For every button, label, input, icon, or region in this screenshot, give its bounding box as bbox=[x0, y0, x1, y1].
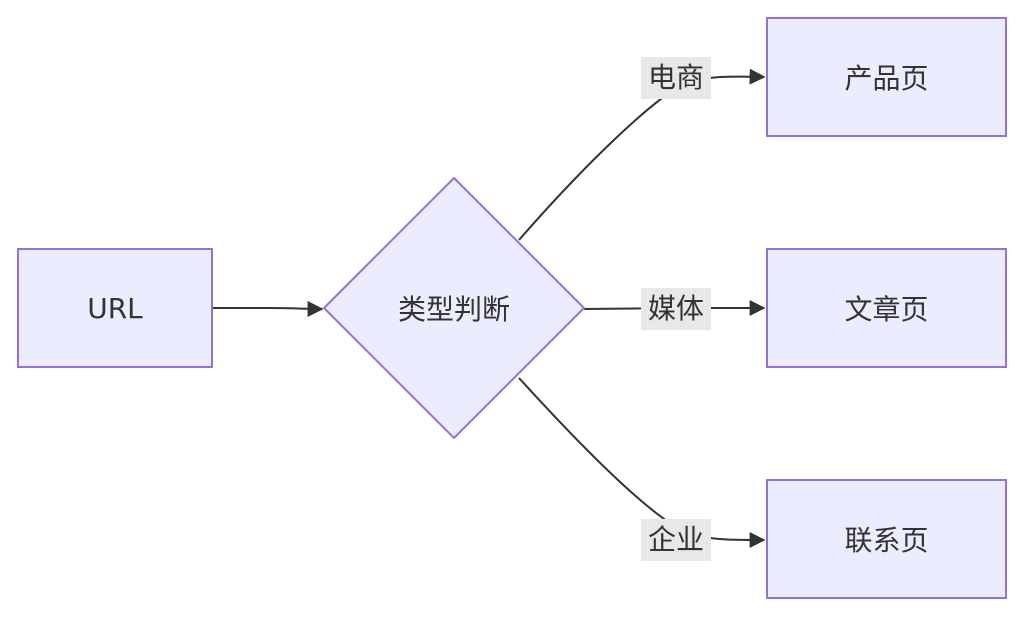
node-contact-page-label: 联系页 bbox=[844, 524, 929, 557]
decision-diamond bbox=[322, 176, 586, 440]
node-url: URL bbox=[17, 248, 213, 368]
edge-ecommerce bbox=[518, 68, 766, 241]
node-url-label: URL bbox=[87, 291, 143, 325]
node-contact-page: 联系页 bbox=[766, 479, 1007, 599]
edge-label-media: 媒体 bbox=[641, 288, 711, 330]
edge-url-to-decision bbox=[213, 300, 324, 317]
edge-label-ecommerce: 电商 bbox=[641, 57, 711, 99]
edge-enterprise bbox=[518, 377, 766, 548]
node-product-page-label: 产品页 bbox=[844, 62, 929, 95]
node-article-page-label: 文章页 bbox=[844, 293, 929, 326]
edge-label-enterprise: 企业 bbox=[641, 519, 711, 561]
node-article-page: 文章页 bbox=[766, 248, 1007, 368]
node-product-page: 产品页 bbox=[766, 17, 1007, 137]
